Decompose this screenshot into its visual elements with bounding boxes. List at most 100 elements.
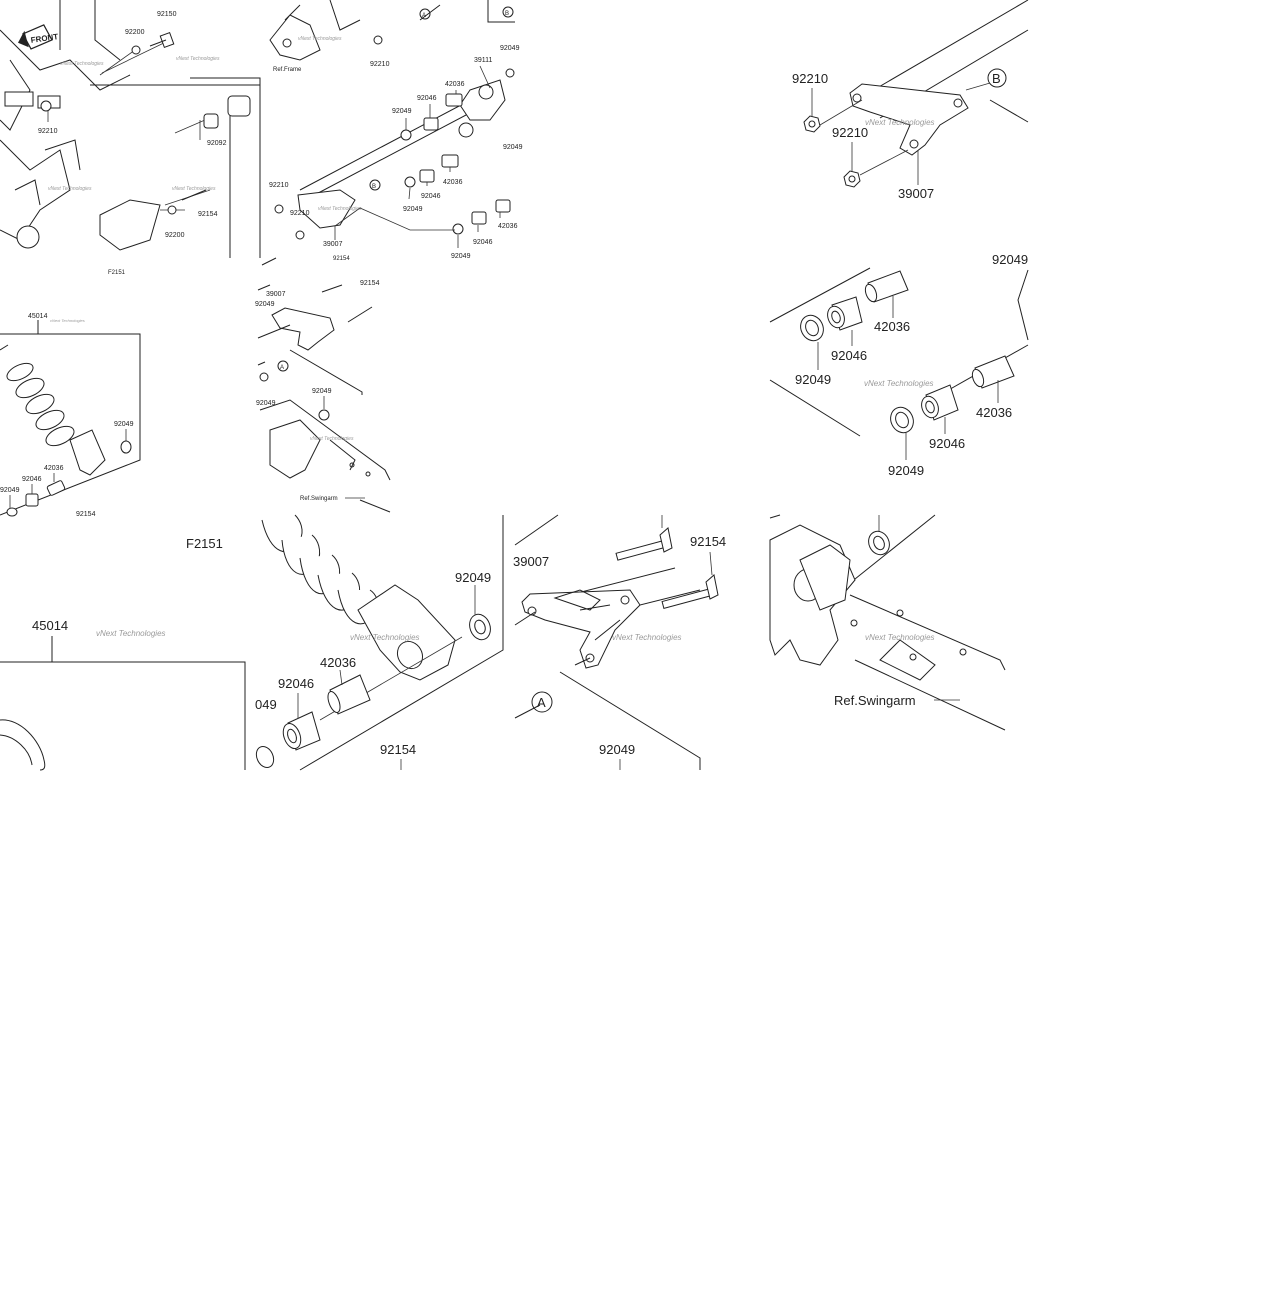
oil-seal-part: [890, 406, 914, 434]
needle-bearing-part: [423, 117, 439, 131]
rocker-axis-lines: [819, 99, 909, 176]
label-needle-bearing: 92046: [831, 348, 867, 363]
swingarm-boss: [799, 544, 851, 611]
label-nut: 92210: [832, 125, 868, 140]
oil-seal-part: [452, 223, 464, 235]
tile-rocker-arm-zoom: B 92210 92210 39007 vNext Technologies: [792, 0, 1029, 201]
label-nut: 92210: [290, 210, 310, 217]
washer-part: [167, 205, 177, 215]
bushing-outer-part: [203, 113, 219, 129]
label-bolt-long: 92154: [360, 280, 380, 287]
callout-a-label: A: [280, 365, 284, 371]
tile-shock-eye-zoom: 92049 42036 92046 049 92154 vNext Techno…: [255, 514, 504, 771]
tie-rod-hole: [478, 84, 494, 100]
label-oil-seal: 92049: [500, 45, 520, 52]
sleeve-part: [46, 480, 66, 496]
shock-spring: [6, 362, 75, 447]
label-nut: 92210: [38, 128, 58, 135]
tile-swingarm-zoom: Ref.Swingarm vNext Technologies: [769, 514, 1006, 731]
callout-a-label: A: [537, 695, 546, 710]
label-rocker-arm-partial: 39007: [513, 554, 549, 569]
label-sleeve: 42036: [443, 179, 463, 186]
callout-a-circle: [419, 8, 431, 20]
ref-swingarm-label: Ref.Swingarm: [300, 496, 338, 502]
watermark: vNext Technologies: [350, 633, 420, 642]
label-nut: 92210: [370, 61, 390, 68]
nut-part: [40, 100, 52, 112]
nut-part: [373, 35, 383, 45]
tile-edge-line: [514, 514, 559, 546]
callout-line: [709, 551, 713, 576]
label-oil-seal: 92049: [888, 463, 924, 478]
oil-seal-part: [404, 176, 416, 188]
rocker-lower-sketch: [99, 199, 161, 251]
label-bolt-long: 92154: [690, 534, 726, 549]
tile-shock-overview: 45014 vNext Technologies 92049 42036 920…: [0, 313, 141, 518]
needle-bearing-part: [827, 296, 863, 331]
front-badge-label: FRONT: [30, 32, 59, 45]
tile-linkage-overview: 92154 92154 39007 92049 A 92049 92049 Re…: [255, 256, 391, 513]
bolt-long-shank: [181, 189, 207, 201]
label-oil-seal: 92049: [392, 108, 412, 115]
label-oil-seal: 92049: [455, 570, 491, 585]
figure-code: F2151: [186, 536, 223, 551]
oil-seal-part: [400, 129, 412, 141]
tile-shock-zoom: F2151 45014 vNext Technologies: [0, 536, 246, 771]
label-tie-rod: 39111: [474, 57, 493, 64]
linkage-box: [419, 0, 515, 23]
label-needle-bearing: 92046: [421, 193, 441, 200]
label-sleeve: 42036: [320, 655, 356, 670]
bolt-long-part: [661, 574, 719, 609]
label-oil-seal: 92049: [795, 372, 831, 387]
needle-bearing-part: [419, 169, 435, 183]
oil-seal-part: [469, 613, 491, 641]
rocker-arm-plate: [849, 83, 969, 156]
ref-frame-label: Ref.Frame: [273, 67, 302, 73]
callout-a-circle: [277, 360, 289, 372]
label-washer: 92200: [125, 29, 145, 36]
label-bolt-long: 92154: [198, 211, 218, 218]
callout-b-circle: [502, 6, 514, 18]
label-oil-seal: 92049: [992, 252, 1028, 267]
tile-bearings-zoom: 92049 42036 92046 92049 42: [769, 252, 1029, 478]
label-bolt-long: 92154: [76, 511, 96, 518]
rocker-arm-ribs: [553, 589, 621, 641]
label-oil-seal: 92049: [114, 421, 134, 428]
callout-b-circle: [987, 68, 1007, 88]
watermark: vNext Technologies: [176, 56, 220, 62]
label-sleeve: 42036: [445, 81, 465, 88]
rocker-arm-plate: [521, 589, 641, 669]
label-needle-bearing: 92046: [22, 476, 42, 483]
sleeve-part: [445, 93, 463, 107]
watermark: vNext Technologies: [318, 206, 362, 212]
linkage-leader-lines: [257, 324, 363, 395]
watermark: vNext Technologies: [865, 118, 935, 127]
sleeve-part: [495, 199, 511, 213]
label-rocker-arm: 39007: [323, 241, 343, 248]
linkage-edge: [257, 257, 277, 291]
oil-seal-part: [6, 507, 18, 517]
label-needle-bearing: 92046: [278, 676, 314, 691]
callout-b-label: B: [505, 11, 509, 17]
label-rocker-arm: 39007: [898, 186, 934, 201]
callout-a-circle: [531, 691, 553, 713]
watermark: vNext Technologies: [612, 633, 682, 642]
shock-frame-box: [0, 636, 246, 770]
oil-seal-part: [255, 745, 275, 769]
rocker-arm-hole: [953, 98, 963, 108]
swingarm-bolt: [909, 653, 917, 661]
watermark: vNext Technologies: [48, 186, 92, 192]
shock-lower-eye: [69, 429, 106, 476]
tile-rocker-bolts-zoom: 39007 92154 A 92049 vNext Technologies: [513, 514, 726, 770]
callout-a-label: A: [422, 13, 426, 19]
label-nut: 92210: [269, 182, 289, 189]
label-bushing-outer: 92092: [207, 140, 227, 147]
rocker-arm-hole: [852, 93, 862, 103]
shock-spring: [261, 514, 379, 625]
needle-bearing-part: [282, 711, 321, 751]
washer-part: [131, 45, 141, 55]
tile-overview-linkage: A B Ref.Frame vNext Technologies 92210 B…: [269, 0, 523, 260]
overview-leader-lines: [90, 77, 261, 258]
shock-frame-box: [0, 320, 141, 516]
nut-part: [843, 170, 861, 188]
